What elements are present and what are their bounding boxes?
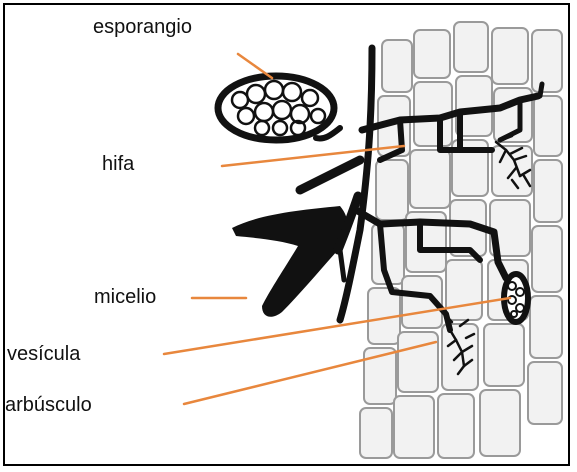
leader-line-sporangium bbox=[238, 54, 272, 78]
label-arbuscule: arbúsculo bbox=[5, 394, 92, 417]
label-hypha: hifa bbox=[102, 153, 134, 176]
sporangium-body bbox=[218, 76, 340, 140]
label-mycelium: micelio bbox=[94, 286, 156, 309]
mycelium-mass bbox=[232, 206, 348, 317]
root-cell-walls bbox=[360, 22, 562, 458]
label-sporangium: esporangio bbox=[93, 16, 192, 39]
label-vesicle: vesícula bbox=[7, 343, 80, 366]
